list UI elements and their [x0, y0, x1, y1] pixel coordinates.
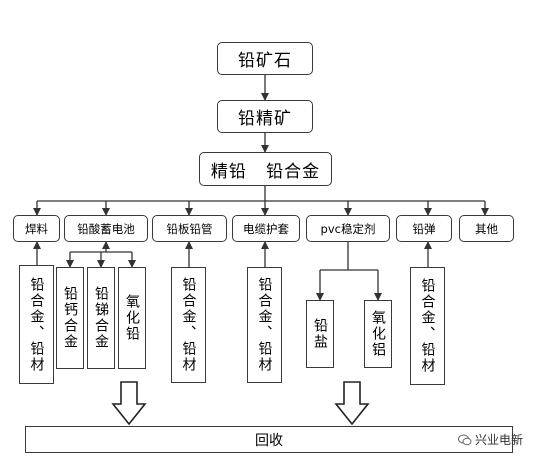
use-pvc: pvc稳定剂	[306, 215, 390, 242]
use-other: 其他	[459, 215, 514, 242]
material-bullet-alloy-label: 铅合金、铅材	[419, 278, 436, 374]
material-al-oxide-label: 氧化铝	[370, 310, 386, 358]
use-cable-label: 电缆护套	[243, 221, 289, 236]
watermark: 兴业电新	[458, 431, 523, 448]
use-bullet: 铅弹	[396, 215, 452, 242]
material-al-oxide: 氧化铝	[364, 300, 392, 368]
material-plate-alloy-label: 铅合金、铅材	[180, 277, 197, 373]
use-other-label: 其他	[475, 221, 498, 236]
use-battery: 铅酸蓄电池	[64, 215, 148, 242]
down-arrow-left	[111, 381, 147, 426]
use-solder-label: 焊料	[25, 221, 48, 236]
use-solder: 焊料	[13, 215, 60, 242]
material-pb-oxide-label: 氧化铅	[124, 294, 140, 342]
refined-label: 精铅 铅合金	[210, 161, 321, 182]
concentrate-label: 铅精矿	[238, 109, 292, 129]
material-solder-alloy: 铅合金、铅材	[19, 265, 54, 384]
material-cable-alloy: 铅合金、铅材	[247, 267, 282, 383]
watermark-text: 兴业电新	[475, 433, 524, 447]
material-pb-salt: 铅盐	[306, 300, 334, 368]
recycle-label: 回收	[255, 432, 283, 449]
material-solder-alloy-label: 铅合金、铅材	[28, 276, 45, 373]
material-pb-salt-label: 铅盐	[312, 318, 328, 350]
use-cable: 电缆护套	[232, 215, 300, 242]
use-bullet-label: 铅弹	[412, 221, 436, 236]
material-pb-sb-alloy: 铅锑合金	[87, 267, 115, 369]
material-cable-alloy-label: 铅合金、铅材	[256, 277, 273, 373]
use-battery-label: 铅酸蓄电池	[77, 221, 135, 236]
use-plate-pipe: 铅板铅管	[152, 215, 227, 242]
ore-box: 铅矿石	[217, 42, 313, 75]
refined-box: 精铅 铅合金	[199, 152, 332, 186]
down-arrow-right	[334, 381, 370, 426]
ore-label: 铅矿石	[238, 51, 292, 71]
wechat-icon	[458, 434, 472, 445]
material-pb-ca-alloy-label: 铅钙合金	[62, 286, 78, 350]
use-plate-pipe-label: 铅板铅管	[166, 221, 213, 236]
material-pb-sb-alloy-label: 铅锑合金	[93, 286, 109, 350]
material-bullet-alloy: 铅合金、铅材	[410, 267, 445, 385]
recycle-bar: 回收	[25, 426, 513, 453]
material-pb-ca-alloy: 铅钙合金	[56, 267, 84, 369]
material-pb-oxide: 氧化铅	[118, 267, 146, 369]
use-pvc-label: pvc稳定剂	[320, 221, 376, 236]
material-plate-alloy: 铅合金、铅材	[171, 267, 206, 383]
concentrate-box: 铅精矿	[217, 100, 313, 133]
